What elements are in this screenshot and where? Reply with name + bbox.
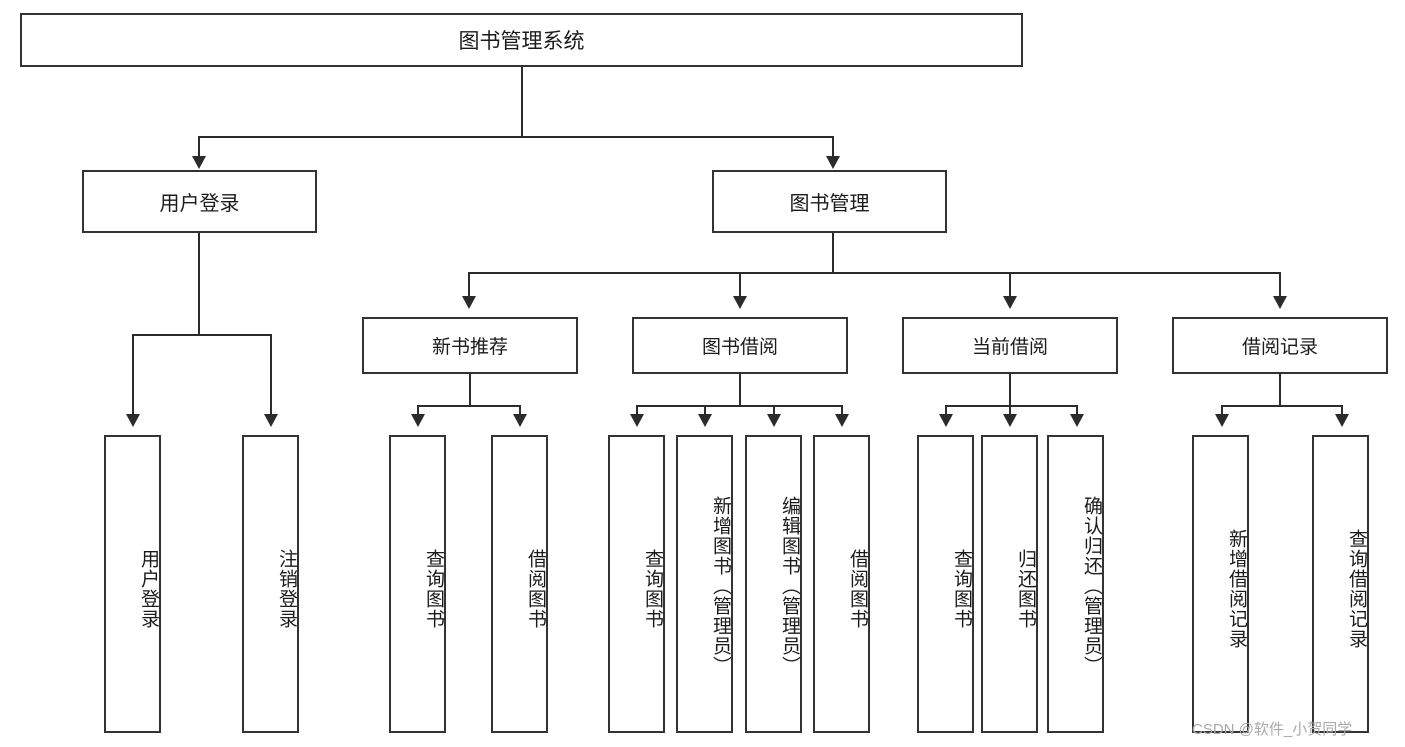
leaf-logout[interactable]: 注销登录 bbox=[242, 435, 299, 733]
connector-current-borrow-stem bbox=[1009, 374, 1011, 406]
node-label: 借阅图书 bbox=[847, 549, 868, 629]
node-label: 新增图书（管理员） bbox=[710, 496, 731, 676]
node-label: 用户登录 bbox=[138, 549, 159, 629]
connector-level1-bus bbox=[198, 136, 833, 138]
connector-book-borrow-drop-3 bbox=[773, 405, 775, 418]
connector-new-book-stem bbox=[469, 374, 471, 406]
connector-new-book-drop-2 bbox=[519, 405, 521, 418]
leaf-borrow-book[interactable]: 借阅图书 bbox=[813, 435, 870, 733]
connector-level2-drop-1 bbox=[468, 272, 470, 300]
leaf-add-book-admin[interactable]: 新增图书（管理员） bbox=[676, 435, 733, 733]
node-borrow-records[interactable]: 借阅记录 bbox=[1172, 317, 1388, 374]
arrow-to-leaf-return-book bbox=[1003, 414, 1017, 427]
node-user-login[interactable]: 用户登录 bbox=[82, 170, 317, 233]
leaf-confirm-return-admin[interactable]: 确认归还（管理员） bbox=[1047, 435, 1104, 733]
connector-user-login-bus bbox=[132, 334, 270, 336]
connector-current-borrow-drop-1 bbox=[945, 405, 947, 418]
node-label: 注销登录 bbox=[276, 549, 297, 629]
node-label: 查询图书 bbox=[951, 549, 972, 629]
connector-book-borrow-drop-2 bbox=[704, 405, 706, 418]
connector-current-borrow-drop-3 bbox=[1076, 405, 1078, 418]
connector-level2-drop-4 bbox=[1279, 272, 1281, 300]
arrow-to-leaf-add-record bbox=[1215, 414, 1229, 427]
connector-book-borrow-drop-4 bbox=[841, 405, 843, 418]
node-label: 查询图书 bbox=[423, 549, 444, 629]
connector-borrow-records-drop-2 bbox=[1341, 405, 1343, 418]
node-label: 图书借阅 bbox=[701, 337, 778, 358]
connector-level1-drop-user bbox=[198, 136, 200, 160]
arrow-to-current-borrow bbox=[1003, 296, 1017, 309]
node-label: 图书管理系统 bbox=[458, 30, 585, 53]
leaf-query-book-current[interactable]: 查询图书 bbox=[917, 435, 974, 733]
connector-borrow-records-drop-1 bbox=[1221, 405, 1223, 418]
node-label: 用户登录 bbox=[159, 193, 240, 215]
leaf-add-borrow-record[interactable]: 新增借阅记录 bbox=[1192, 435, 1249, 733]
arrow-to-leaf-confirm-return bbox=[1070, 414, 1084, 427]
connector-borrow-records-bus bbox=[1221, 405, 1341, 407]
arrow-to-book-management bbox=[826, 156, 840, 169]
connector-user-login-stem bbox=[198, 233, 200, 335]
connector-level2-bus bbox=[468, 272, 1280, 274]
arrow-to-leaf-query-book-3 bbox=[939, 414, 953, 427]
arrow-to-leaf-query-book-1 bbox=[411, 414, 425, 427]
node-label: 新增借阅记录 bbox=[1226, 529, 1247, 649]
node-book-management[interactable]: 图书管理 bbox=[712, 170, 947, 233]
arrow-to-leaf-add-book bbox=[698, 414, 712, 427]
node-root-book-management-system[interactable]: 图书管理系统 bbox=[20, 13, 1023, 67]
connector-borrow-records-stem bbox=[1279, 374, 1281, 406]
node-label: 查询借阅记录 bbox=[1346, 529, 1367, 649]
connector-book-management-stem bbox=[832, 233, 834, 273]
csdn-watermark: CSDN @软件_小贺同学 bbox=[1192, 721, 1353, 738]
node-label: 借阅记录 bbox=[1241, 337, 1318, 358]
node-book-borrow[interactable]: 图书借阅 bbox=[632, 317, 848, 374]
leaf-return-book[interactable]: 归还图书 bbox=[981, 435, 1038, 733]
connector-new-book-drop-1 bbox=[417, 405, 419, 418]
node-new-book-recommend[interactable]: 新书推荐 bbox=[362, 317, 578, 374]
node-label: 图书管理 bbox=[789, 193, 870, 215]
connector-book-borrow-stem bbox=[739, 374, 741, 406]
node-label: 编辑图书（管理员） bbox=[779, 496, 800, 676]
leaf-borrow-book-recommend[interactable]: 借阅图书 bbox=[491, 435, 548, 733]
arrow-to-leaf-logout bbox=[264, 414, 278, 427]
connector-book-borrow-drop-1 bbox=[636, 405, 638, 418]
arrow-to-borrow-records bbox=[1273, 296, 1287, 309]
arrow-to-leaf-borrow-book-2 bbox=[835, 414, 849, 427]
leaf-query-book-recommend[interactable]: 查询图书 bbox=[389, 435, 446, 733]
node-label: 新书推荐 bbox=[431, 337, 508, 358]
arrow-to-leaf-borrow-book-1 bbox=[513, 414, 527, 427]
node-label: 借阅图书 bbox=[525, 549, 546, 629]
node-label: 查询图书 bbox=[642, 549, 663, 629]
connector-level2-drop-3 bbox=[1009, 272, 1011, 300]
connector-root-stem bbox=[521, 67, 523, 137]
connector-level1-drop-book bbox=[832, 136, 834, 160]
leaf-query-borrow-record[interactable]: 查询借阅记录 bbox=[1312, 435, 1369, 733]
connector-level2-drop-2 bbox=[739, 272, 741, 300]
arrow-to-new-book-recommend bbox=[462, 296, 476, 309]
connector-new-book-bus bbox=[417, 405, 521, 407]
connector-book-borrow-bus bbox=[636, 405, 842, 407]
arrow-to-leaf-query-record bbox=[1335, 414, 1349, 427]
leaf-user-login[interactable]: 用户登录 bbox=[104, 435, 161, 733]
arrow-to-book-borrow bbox=[733, 296, 747, 309]
arrow-to-leaf-query-book-2 bbox=[630, 414, 644, 427]
arrow-to-leaf-user-login bbox=[126, 414, 140, 427]
leaf-query-book-borrow[interactable]: 查询图书 bbox=[608, 435, 665, 733]
node-current-borrow[interactable]: 当前借阅 bbox=[902, 317, 1118, 374]
connector-user-login-drop-1 bbox=[132, 334, 134, 418]
leaf-edit-book-admin[interactable]: 编辑图书（管理员） bbox=[745, 435, 802, 733]
connector-current-borrow-drop-2 bbox=[1009, 405, 1011, 418]
connector-user-login-drop-2 bbox=[270, 334, 272, 418]
arrow-to-leaf-edit-book bbox=[767, 414, 781, 427]
arrow-to-user-login bbox=[192, 156, 206, 169]
node-label: 确认归还（管理员） bbox=[1081, 496, 1102, 676]
node-label: 当前借阅 bbox=[971, 337, 1048, 358]
node-label: 归还图书 bbox=[1015, 549, 1036, 629]
